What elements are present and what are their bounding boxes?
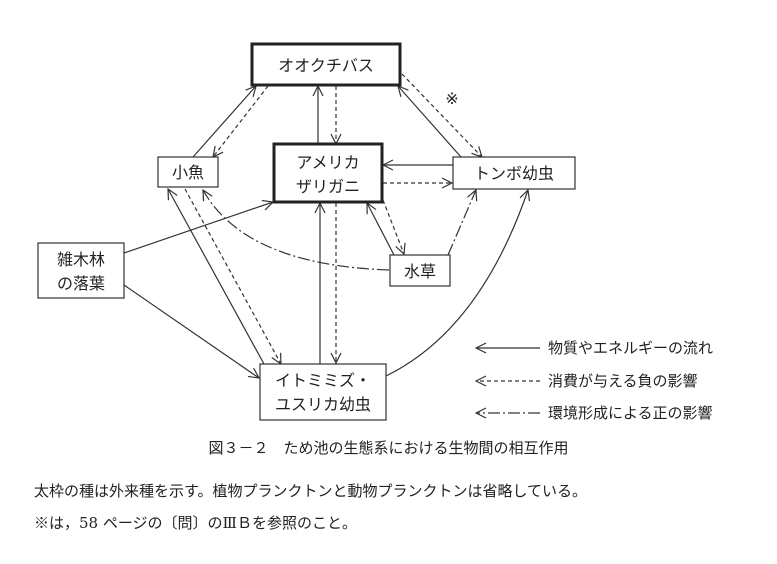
node-leaves-label-line2: の落葉 xyxy=(57,274,105,293)
legend-item-negative: 消費が与える負の影響 xyxy=(476,372,698,390)
edge-dragonfly-to-bass-flow xyxy=(398,86,462,158)
node-crayfish-label-line2: ザリガニ xyxy=(296,177,360,196)
ecosystem-diagram: オオクチバス 小魚 アメリカ ザリガニ トンボ幼虫 雑木林 の落葉 水草 イトミ… xyxy=(37,42,713,422)
edge-crayfish-to-waterweed-negative xyxy=(382,199,404,254)
node-dragonfly-label: トンボ幼虫 xyxy=(474,164,554,183)
node-worms: イトミミズ・ ユスリカ幼虫 xyxy=(259,363,387,421)
legend: 物質やエネルギーの流れ 消費が与える負の影響 環境形成による正の影響 xyxy=(476,339,713,422)
figure-caption: 図３－２ ため池の生態系における生物間の相互作用 xyxy=(208,439,569,457)
edge-waterweed-to-small-fish-positive xyxy=(203,190,390,271)
note-invasive: 太枠の種は外来種を示す。植物プランクトンと動物プランクトンは省略している。 xyxy=(34,482,588,500)
node-bass: オオクチバス xyxy=(250,42,402,87)
edge-bass-to-dragonfly-negative xyxy=(401,73,482,157)
edge-worms-to-dragonfly-flow xyxy=(385,190,528,377)
edge-bass-to-small-fish-negative xyxy=(213,85,269,157)
node-crayfish: アメリカ ザリガニ xyxy=(272,142,384,204)
edge-small-fish-to-bass-flow xyxy=(192,86,256,158)
node-leaves: 雑木林 の落葉 xyxy=(37,242,125,299)
legend-label-negative: 消費が与える負の影響 xyxy=(548,372,698,390)
edge-small-fish-to-worms-negative xyxy=(184,188,281,364)
node-dragonfly: トンボ幼虫 xyxy=(452,156,576,190)
note-reference: ※は，58 ページの〔問〕のⅢＢを参照のこと。 xyxy=(34,514,358,532)
node-bass-label: オオクチバス xyxy=(278,56,374,75)
node-worms-label-line1: イトミミズ・ xyxy=(275,371,371,390)
edge-worms-to-small-fish-flow xyxy=(168,189,265,365)
node-crayfish-label-line1: アメリカ xyxy=(296,153,359,172)
node-worms-label-line2: ユスリカ幼虫 xyxy=(275,395,371,414)
legend-item-positive: 環境形成による正の影響 xyxy=(476,404,713,422)
node-small-fish-label: 小魚 xyxy=(172,163,204,182)
node-small-fish: 小魚 xyxy=(157,156,219,188)
node-waterweed-label: 水草 xyxy=(404,262,436,281)
legend-label-positive: 環境形成による正の影響 xyxy=(548,404,713,422)
edge-waterweed-to-crayfish-flow xyxy=(367,203,395,256)
node-waterweed: 水草 xyxy=(389,254,451,287)
edge-leaves-to-crayfish-flow xyxy=(123,202,273,254)
edge-waterweed-to-dragonfly-positive xyxy=(447,190,476,256)
legend-label-flow: 物質やエネルギーの流れ xyxy=(548,339,713,357)
edges-layer xyxy=(123,73,528,378)
node-leaves-label-line1: 雑木林 xyxy=(57,250,105,269)
edge-leaves-to-worms-flow xyxy=(123,284,259,378)
legend-item-flow: 物質やエネルギーの流れ xyxy=(476,339,713,357)
note-mark: ※ xyxy=(445,89,458,108)
